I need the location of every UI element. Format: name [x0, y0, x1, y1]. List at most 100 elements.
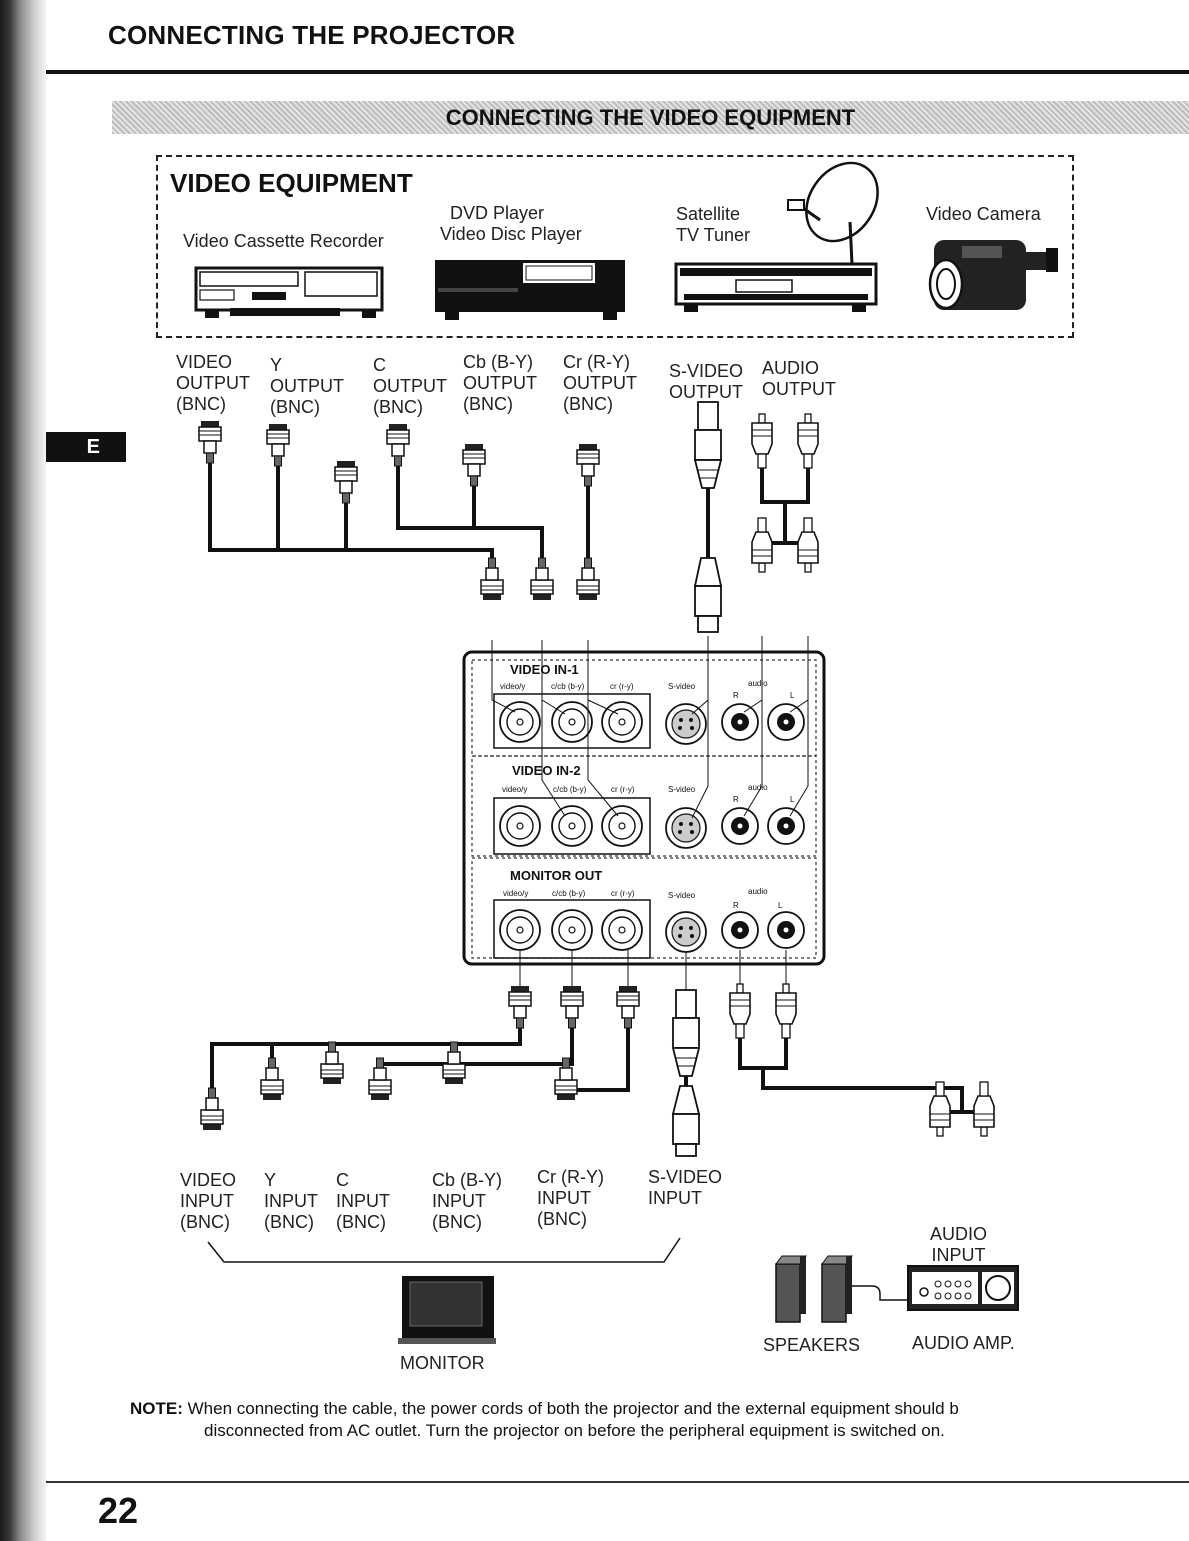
- bnc-plug-cb-branch: [462, 443, 486, 487]
- svideo-plug-out: [694, 401, 722, 489]
- note-line-1: When connecting the cable, the power cor…: [187, 1399, 959, 1418]
- input-label-cr: Cr (R-Y)INPUT(BNC): [537, 1167, 604, 1229]
- svg-text:S-video: S-video: [668, 682, 696, 691]
- output-label-cr: Cr (R-Y)OUTPUT(BNC): [563, 352, 637, 414]
- satellite-dish-icon: [787, 161, 879, 265]
- bottom-rule: [46, 1481, 1189, 1483]
- bnc-plug-c-in: [320, 1041, 344, 1085]
- rca-plug-audio-in-l: [973, 1081, 995, 1137]
- svg-text:video/y: video/y: [502, 785, 527, 794]
- rca-plug-monitor-out-r: [729, 983, 751, 1039]
- bnc-plug-y-out: [266, 423, 290, 467]
- bnc-plug-y-in: [260, 1057, 284, 1101]
- svg-text:audio: audio: [748, 783, 768, 792]
- audio-amp-icon: [907, 1265, 1019, 1311]
- bnc-plug-c-out: [334, 460, 358, 504]
- dvd-player-icon: [435, 260, 625, 320]
- bnc-plug-cb-out: [386, 423, 410, 467]
- svg-text:c/cb (b-y): c/cb (b-y): [551, 682, 585, 691]
- note-label: NOTE:: [130, 1399, 183, 1418]
- svg-text:c/cb (b-y): c/cb (b-y): [553, 785, 587, 794]
- video-camera-icon: [928, 240, 1058, 310]
- svideo-plug-panel: [693, 557, 723, 633]
- svg-text:audio: audio: [748, 679, 768, 688]
- svg-text:video/y: video/y: [500, 682, 525, 691]
- monitor-icon: [398, 1276, 496, 1344]
- vcr-icon: [194, 266, 384, 318]
- satellite-label-1: Satellite: [676, 204, 741, 224]
- svg-text:video/y: video/y: [503, 889, 528, 898]
- rca-plug-panel-l: [797, 517, 819, 573]
- vcr-label: Video Cassette Recorder: [183, 231, 384, 251]
- svg-text:cr (r-y): cr (r-y): [610, 682, 634, 691]
- video-equipment-heading: VIDEO EQUIPMENT: [170, 168, 413, 198]
- svideo-plug-monitor-out: [672, 989, 700, 1077]
- svg-text:R: R: [733, 691, 739, 700]
- svg-text:cr (r-y): cr (r-y): [611, 785, 635, 794]
- svg-text:L: L: [790, 691, 795, 700]
- speakers-label: SPEAKERS: [763, 1335, 861, 1355]
- panel-guide-lines: [491, 636, 809, 990]
- svg-text:L: L: [778, 901, 783, 910]
- audio-amp-label: AUDIO AMP.: [912, 1333, 1015, 1353]
- panel-column-labels: video/y c/cb (b-y) cr (r-y) S-video audi…: [500, 679, 795, 910]
- svg-text:cr (r-y): cr (r-y): [611, 889, 635, 898]
- bnc-plug-panel-2: [530, 557, 554, 601]
- bnc-plug-video-in: [200, 1087, 224, 1131]
- svg-text:c/cb (b-y): c/cb (b-y): [552, 889, 586, 898]
- bnc-plug-monitor-out-1: [508, 985, 532, 1029]
- dvd-label-2: Video Disc Player: [440, 224, 582, 244]
- camera-label: Video Camera: [926, 204, 1041, 224]
- svg-text:R: R: [733, 795, 739, 804]
- rca-plug-audio-out-l: [797, 413, 819, 469]
- svg-text:S-video: S-video: [668, 785, 696, 794]
- rca-plug-monitor-out-l: [775, 983, 797, 1039]
- rca-plug-panel-r: [751, 517, 773, 573]
- rca-plug-audio-out-r: [751, 413, 773, 469]
- video-equipment-box: [156, 155, 1074, 338]
- svg-text:audio: audio: [748, 887, 768, 896]
- panel-title-in2: VIDEO IN-2: [512, 763, 581, 778]
- rca-plug-audio-in-r: [929, 1081, 951, 1137]
- note-line-2: disconnected from AC outlet. Turn the pr…: [204, 1421, 945, 1440]
- svg-text:L: L: [790, 795, 795, 804]
- note-text: NOTE: When connecting the cable, the pow…: [130, 1398, 1189, 1442]
- chapter-tab: E: [46, 432, 126, 462]
- satellite-label-2: TV Tuner: [676, 225, 751, 245]
- monitor-bracket: [207, 1237, 681, 1263]
- bnc-plug-panel-1: [480, 557, 504, 601]
- section-banner: CONNECTING THE VIDEO EQUIPMENT: [112, 101, 1189, 134]
- bnc-plug-monitor-out-3: [616, 985, 640, 1029]
- bnc-plug-panel-3: [576, 557, 600, 601]
- page-title: CONNECTING THE PROJECTOR: [108, 20, 516, 50]
- bnc-plug-cr-out: [576, 443, 600, 487]
- svg-text:R: R: [733, 901, 739, 910]
- monitor-label: MONITOR: [400, 1353, 485, 1373]
- top-rule: [46, 70, 1189, 74]
- input-label-cb: Cb (B-Y)INPUT(BNC): [432, 1170, 503, 1232]
- panel-title-in1: VIDEO IN-1: [510, 662, 579, 677]
- bnc-plug-video-out: [198, 420, 222, 464]
- svideo-plug-in: [671, 1085, 701, 1157]
- panel-title-monitor-out: MONITOR OUT: [510, 868, 602, 883]
- output-label-cb: Cb (B-Y)OUTPUT(BNC): [463, 352, 537, 414]
- binding-edge: [0, 0, 46, 1541]
- bnc-plug-monitor-out-2: [560, 985, 584, 1029]
- page-number: 22: [98, 1490, 139, 1531]
- speakers-icon: [775, 1255, 908, 1323]
- satellite-tuner-icon: [674, 262, 878, 312]
- dvd-label-1: DVD Player: [450, 203, 545, 223]
- svg-text:S-video: S-video: [668, 891, 696, 900]
- section-banner-title: CONNECTING THE VIDEO EQUIPMENT: [445, 105, 856, 130]
